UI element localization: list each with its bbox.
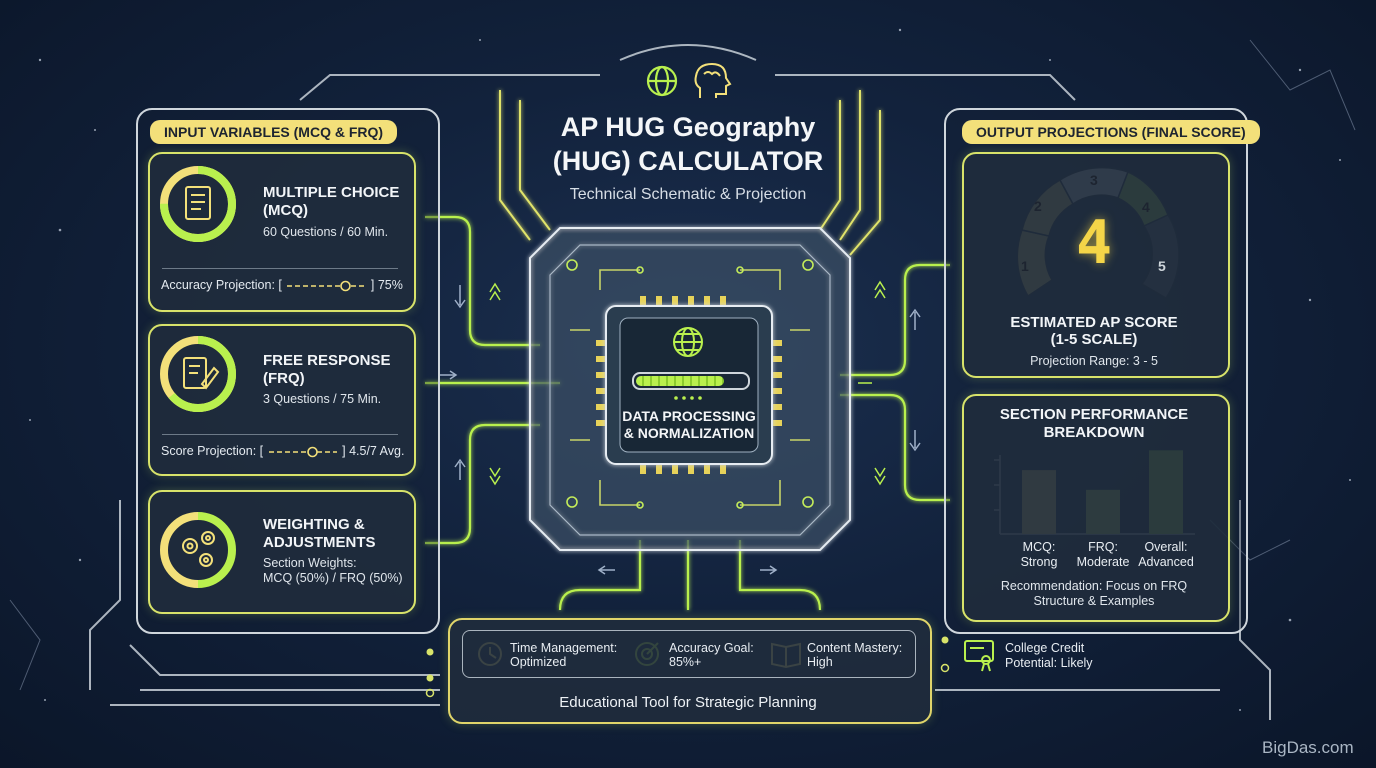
- bar-label-1-line2: Strong: [1020, 555, 1058, 569]
- estimated-score-card[interactable]: [962, 152, 1230, 378]
- projection-range: Projection Range: 3 - 5: [1030, 354, 1158, 368]
- frq-detail: 3 Questions / 75 Min.: [263, 392, 382, 406]
- accuracy-goal-label: Accuracy Goal:: [669, 641, 754, 655]
- gauge-segment-label-5: 5: [1158, 258, 1166, 274]
- college-credit-label: College Credit: [1005, 641, 1085, 655]
- time-management-value: Optimized: [510, 655, 567, 669]
- mcq-card[interactable]: [148, 152, 416, 312]
- bar-label-3-line2: Advanced: [1138, 555, 1194, 569]
- mcq-divider: [162, 268, 398, 269]
- watermark: BigDas.com: [1262, 738, 1354, 757]
- gauge-segment-label-3: 3: [1090, 172, 1098, 188]
- content-mastery-value: High: [807, 655, 833, 669]
- footer-metrics-box: [462, 630, 916, 678]
- frq-slider[interactable]: [267, 446, 339, 458]
- frq-projection: Score Projection: [ ] 4.5/7 Avg.: [161, 444, 405, 458]
- bar-label-2-line2: Moderate: [1076, 555, 1130, 569]
- frq-title-line1: FREE RESPONSE: [263, 352, 391, 369]
- gauge-segment-label-2: 2: [1034, 198, 1042, 214]
- weighting-detail-line2: MCQ (50%) / FRQ (50%): [263, 571, 403, 585]
- globe-icon: [673, 327, 703, 357]
- college-credit-value: Potential: Likely: [1005, 656, 1093, 670]
- bar-label-2-line1: FRQ:: [1088, 540, 1118, 554]
- mcq-projection: Accuracy Projection: [ ] 75%: [161, 278, 403, 292]
- breakdown-title-line1: SECTION PERFORMANCE: [999, 406, 1189, 423]
- mcq-title-line1: MULTIPLE CHOICE: [263, 184, 400, 201]
- page-subtitle: Technical Schematic & Projection: [569, 186, 807, 203]
- frq-card[interactable]: [148, 324, 416, 476]
- weighting-ring: [160, 512, 236, 588]
- certificate-icon: [964, 640, 994, 672]
- mcq-title-line2: (MCQ): [263, 202, 308, 219]
- mcq-slider[interactable]: [285, 280, 367, 292]
- weighting-detail-line1: Section Weights:: [263, 556, 357, 570]
- footer-panel: [448, 618, 932, 724]
- recommendation-line1: Recommendation: Focus on FRQ: [1000, 579, 1188, 593]
- processing-progress-fill: [636, 376, 724, 386]
- page-title-line1: AP HUG Geography: [560, 112, 816, 142]
- estimated-score-title-line2: (1-5 SCALE): [1050, 331, 1138, 348]
- processor-label-line1: DATA PROCESSING: [622, 408, 756, 424]
- bar-label-1-line1: MCQ:: [1022, 540, 1056, 554]
- breakdown-title-line2: BREAKDOWN: [1043, 424, 1145, 441]
- gauge-score-value: 4: [1075, 208, 1113, 278]
- accuracy-goal-value: 85%+: [669, 655, 702, 669]
- brain-head-icon: [694, 62, 732, 98]
- document-icon: [185, 186, 211, 220]
- content-mastery-label: Content Mastery:: [807, 641, 903, 655]
- gauge-segment-label-1: 1: [1021, 258, 1029, 274]
- weighting-title-line1: WEIGHTING &: [263, 516, 365, 533]
- weighting-title-line2: ADJUSTMENTS: [263, 534, 376, 551]
- estimated-score-title-line1: ESTIMATED AP SCORE: [1010, 314, 1178, 331]
- frq-progress-ring: [160, 336, 236, 412]
- frq-title-line2: (FRQ): [263, 370, 305, 387]
- processor-label-line2: & NORMALIZATION: [623, 425, 755, 441]
- page-title-line2: (HUG) CALCULATOR: [552, 146, 824, 176]
- mcq-progress-ring: [160, 166, 236, 242]
- mcq-detail: 60 Questions / 60 Min.: [263, 225, 389, 239]
- processing-progress-bar: [632, 372, 750, 390]
- output-section-label: OUTPUT PROJECTIONS (FINAL SCORE): [962, 120, 1260, 144]
- gauge-segment-label-4: 4: [1142, 199, 1150, 215]
- top-emblem: [646, 65, 678, 97]
- time-management-label: Time Management:: [510, 641, 618, 655]
- bar-label-3-line1: Overall:: [1144, 540, 1188, 554]
- section-breakdown-card[interactable]: [962, 394, 1230, 622]
- input-section-label: INPUT VARIABLES (MCQ & FRQ): [150, 120, 398, 144]
- frq-divider: [162, 434, 398, 435]
- pencil-paper-icon: [183, 357, 220, 390]
- footer-tagline: Educational Tool for Strategic Planning: [559, 694, 817, 711]
- recommendation-line2: Structure & Examples: [1033, 594, 1155, 608]
- gears-icon: [182, 531, 215, 567]
